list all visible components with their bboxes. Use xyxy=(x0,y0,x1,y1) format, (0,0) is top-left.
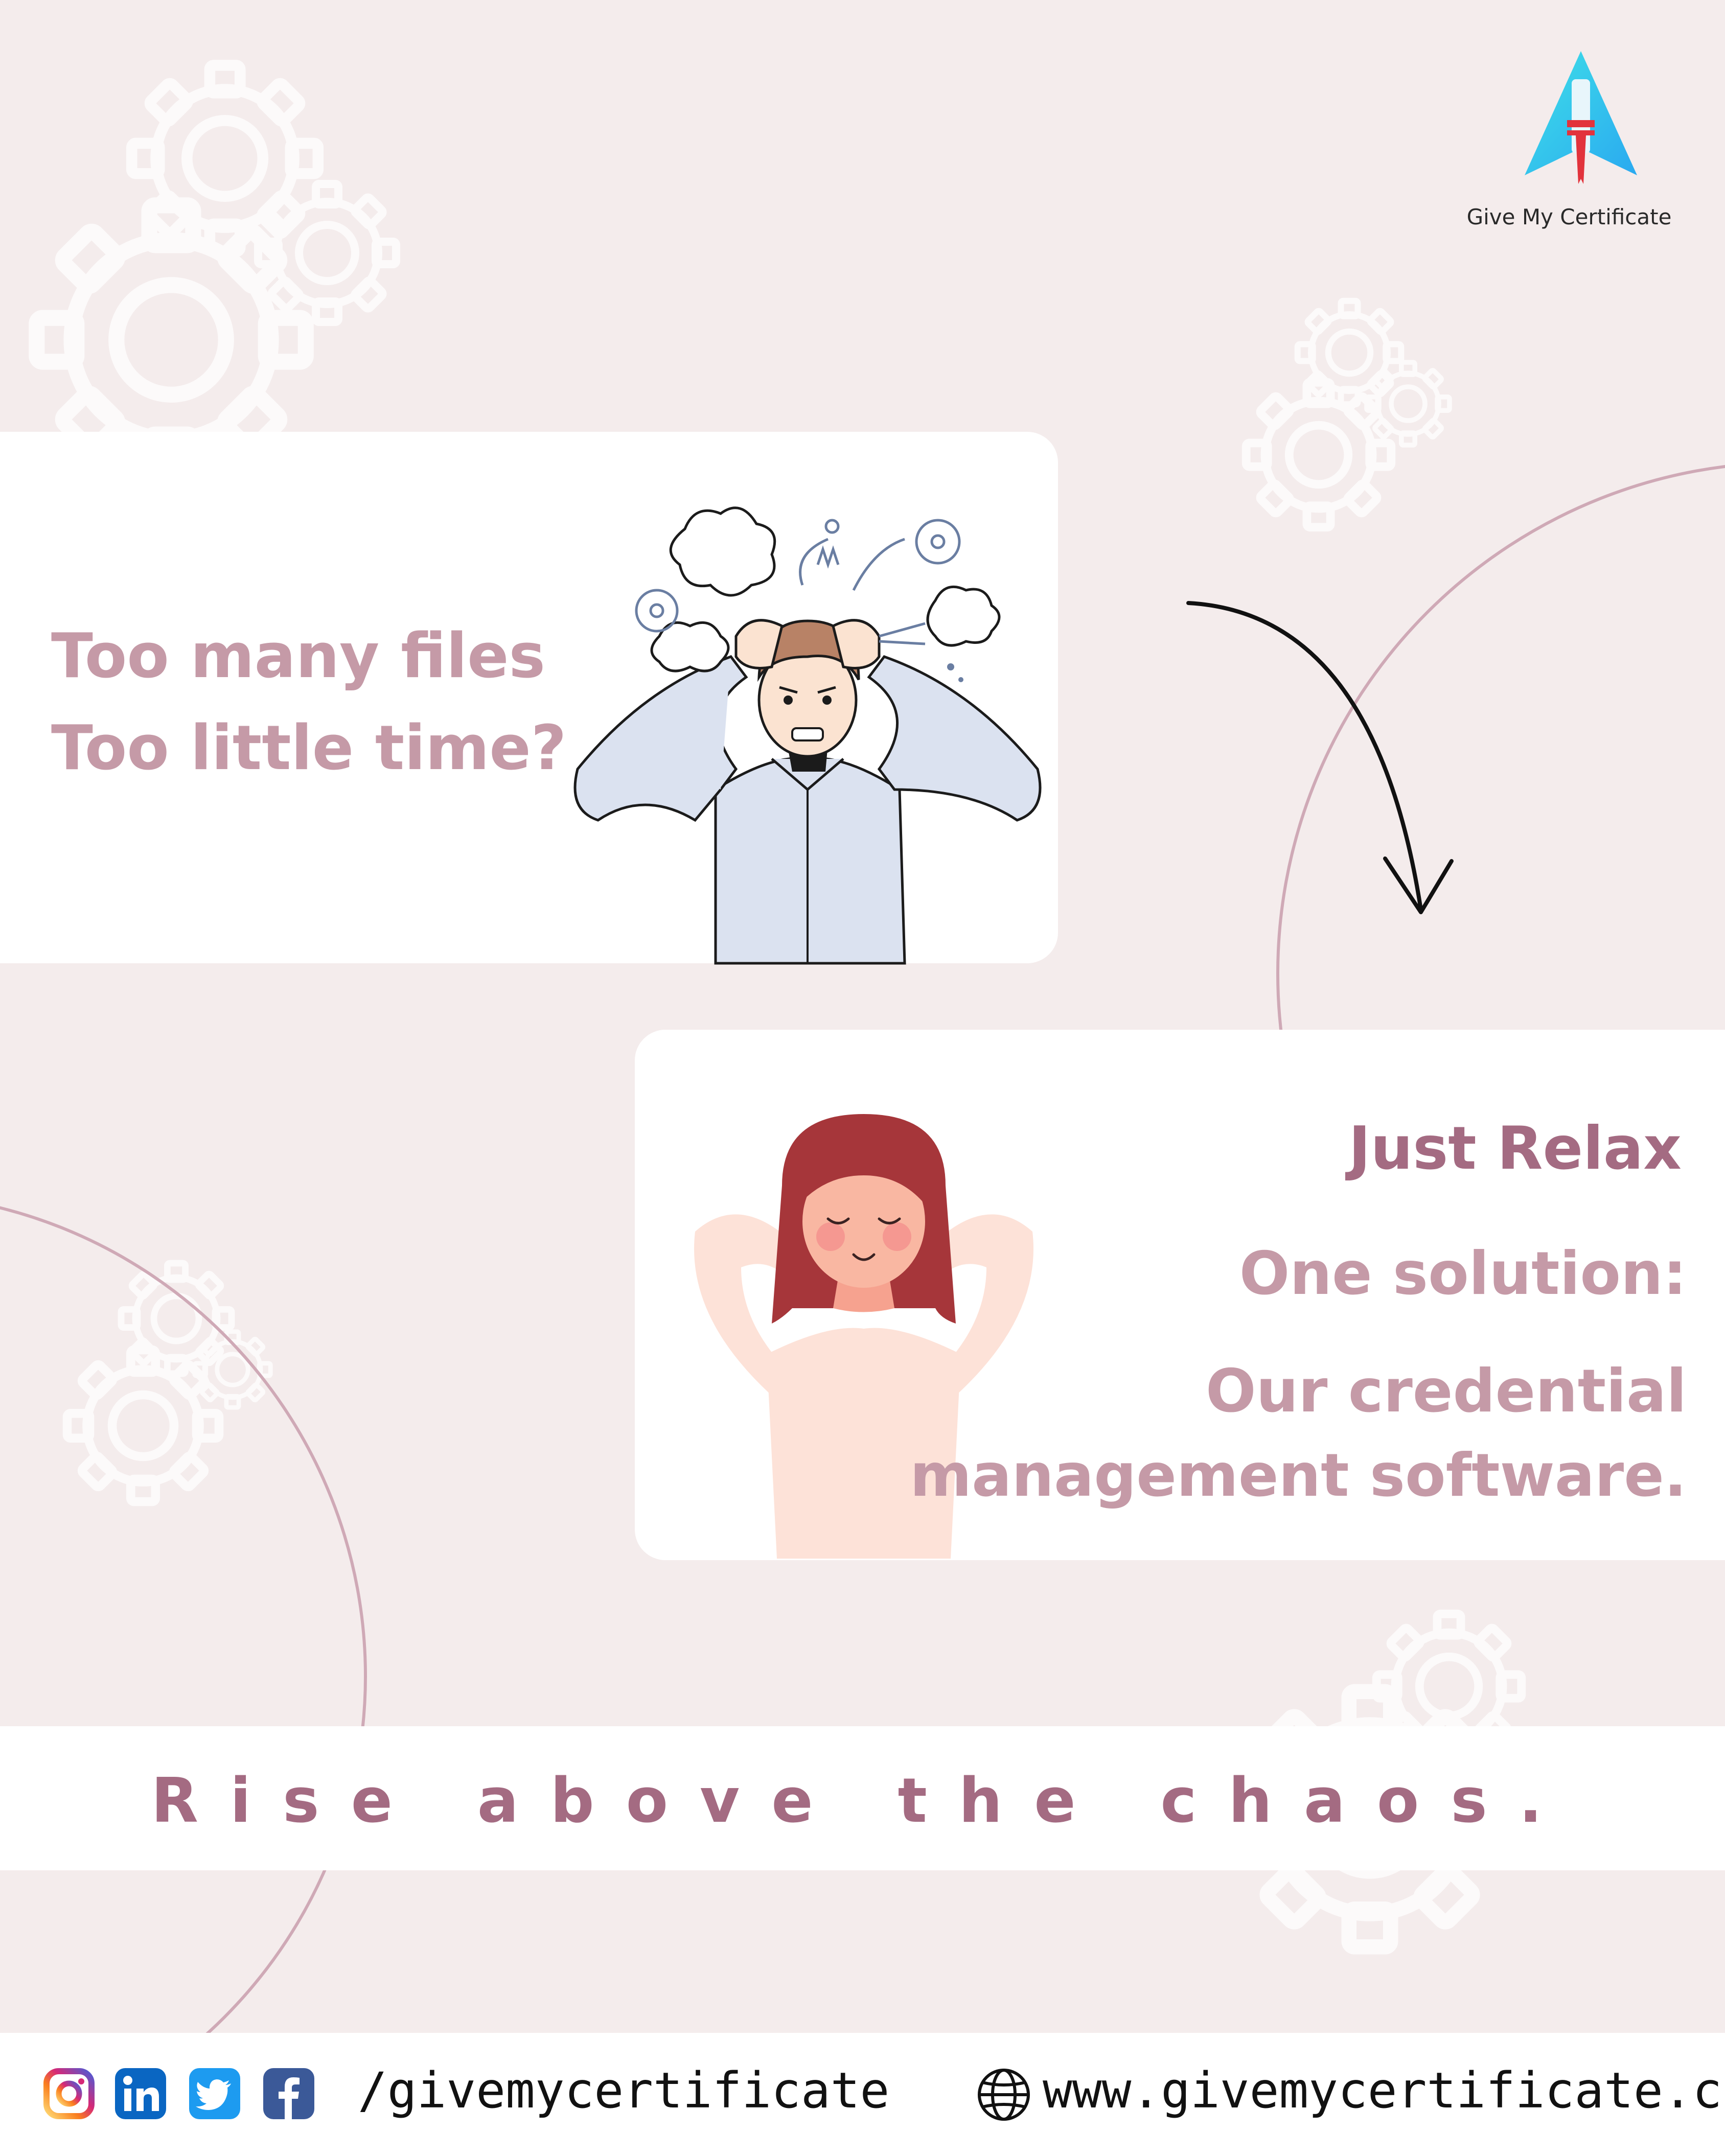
solution-line-3: management software. xyxy=(910,1441,1687,1510)
facebook-icon[interactable] xyxy=(263,2068,314,2119)
solution-line-1: One solution: xyxy=(1239,1239,1687,1308)
tagline-band xyxy=(0,1726,1725,1870)
linkedin-icon[interactable] xyxy=(115,2068,166,2119)
tagline: Rise above the chaos. xyxy=(151,1766,1574,1837)
brand-logo xyxy=(1525,51,1637,184)
twitter-icon[interactable] xyxy=(189,2068,240,2119)
relaxed-woman-illustration xyxy=(694,1114,1033,1559)
brand-name: Give My Certificate xyxy=(1466,204,1672,229)
social-handle[interactable]: /givemycertificate xyxy=(358,2062,890,2119)
website-link[interactable]: www.givemycertificate.com xyxy=(1043,2062,1725,2119)
solution-line-2: Our credential xyxy=(1206,1357,1687,1426)
instagram-icon[interactable] xyxy=(43,2068,95,2119)
problem-line-1: Too many files xyxy=(51,621,545,692)
curved-arrow-icon xyxy=(1186,601,1454,914)
stressed-man-illustration xyxy=(573,506,1042,965)
problem-line-2: Too little time? xyxy=(51,713,567,784)
globe-icon xyxy=(978,2069,1030,2121)
solution-heading: Just Relax xyxy=(1348,1114,1682,1183)
